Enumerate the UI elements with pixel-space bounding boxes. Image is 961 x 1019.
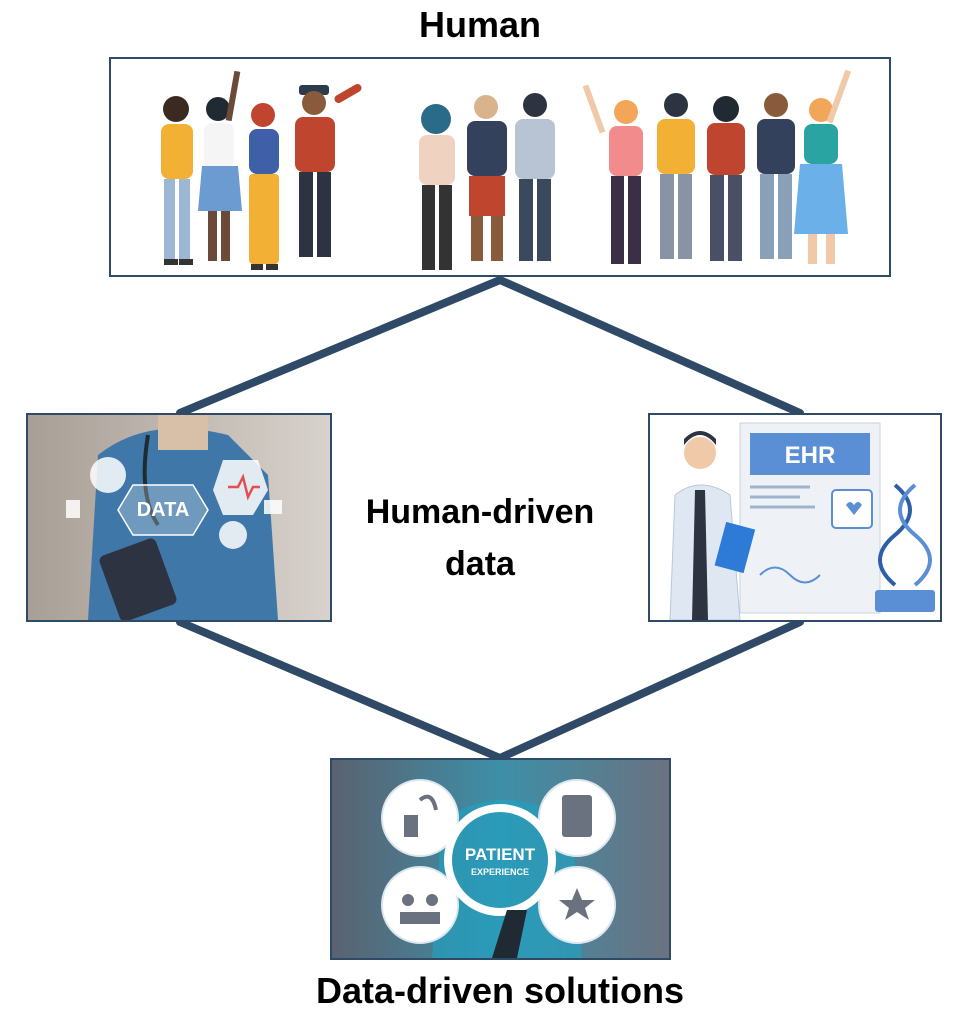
top-label: Human [418, 4, 541, 45]
middle-label: Human-driven data [330, 486, 630, 590]
patient-text: PATIENT [465, 845, 536, 864]
bottom-label: Data-driven solutions [315, 970, 685, 1011]
patient-icon [219, 521, 247, 549]
data-doctor-image: DATA [26, 413, 332, 622]
center-ring [444, 804, 556, 916]
data-doctor-illustration: DATA [28, 415, 330, 620]
ehr-text: EHR [785, 442, 836, 469]
connector-top-left [176, 276, 504, 417]
middle-label-line2: data [445, 545, 515, 583]
people-illustration [161, 69, 852, 270]
middle-label-line1: Human-driven [365, 493, 595, 531]
patient-experience-illustration: PATIENT EXPERIENCE [332, 760, 669, 958]
ehr-illustration: EHR [650, 415, 940, 620]
experience-text: EXPERIENCE [471, 867, 529, 877]
rating-people-icon [381, 866, 459, 944]
globe-icon [90, 457, 126, 493]
heartbeat-icon [213, 460, 268, 515]
stethoscope-icon [381, 779, 459, 857]
document-icon [66, 500, 80, 518]
connector-bottom-left [176, 618, 504, 762]
clipboard-icon [714, 521, 756, 574]
books-icon [875, 590, 935, 612]
dna-icon [878, 483, 912, 587]
data-text: DATA [137, 499, 190, 521]
connector-top-right [496, 276, 804, 417]
connector-bottom-right [496, 618, 804, 762]
ehr-image: EHR [648, 413, 942, 622]
patient-experience-image: PATIENT EXPERIENCE [330, 758, 671, 960]
briefcase-medical-icon [264, 500, 282, 514]
human-image [109, 57, 891, 277]
people-group [161, 69, 852, 270]
